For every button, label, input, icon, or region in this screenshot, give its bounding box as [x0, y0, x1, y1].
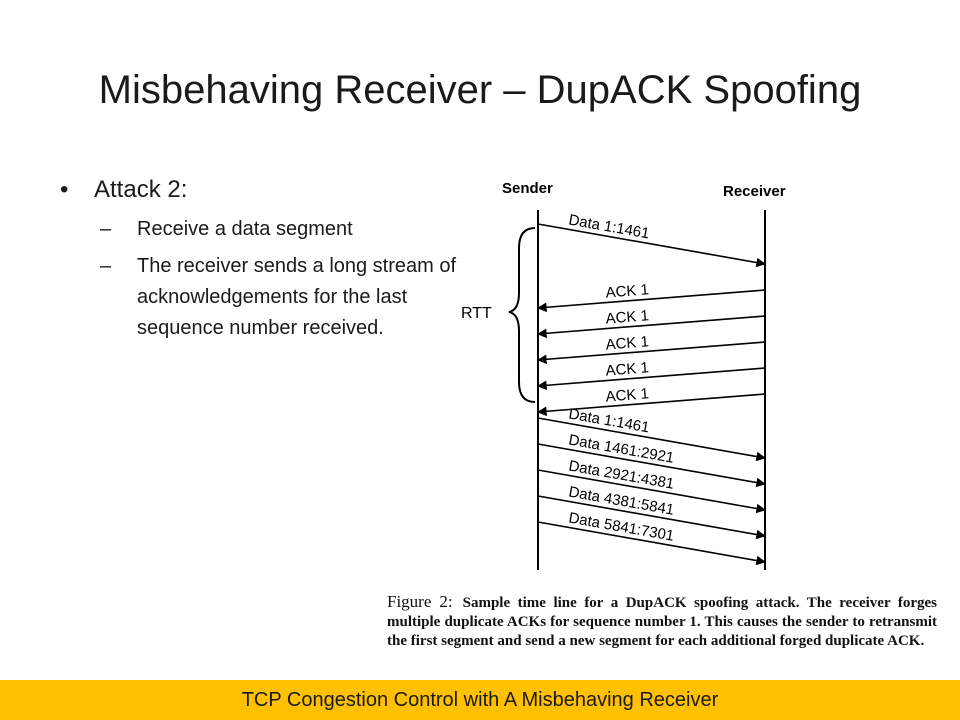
sub-bullet-marker: –: [100, 255, 112, 277]
footer-bar: TCP Congestion Control with A Misbehavin…: [0, 680, 960, 720]
sub-bullet-text: Receive a data segment: [137, 218, 353, 240]
sender-label: Sender: [502, 180, 553, 197]
data-segment-arrow: [537, 223, 766, 268]
sub-bullet-item: – The receiver sends a long stream of ac…: [60, 251, 480, 344]
bullet-item: • Attack 2:: [60, 176, 480, 204]
data-segment-arrow: [537, 521, 766, 566]
data-segment-arrow: [537, 443, 766, 488]
ack-message-arrow: [537, 289, 766, 313]
data-segment-arrow: [537, 495, 766, 540]
sub-bullet-text: The receiver sends a long stream of ackn…: [137, 255, 457, 339]
data-segment-label: Data 1:1461: [567, 405, 650, 436]
receiver-label: Receiver: [723, 183, 786, 200]
ack-message-label: ACK 1: [605, 281, 650, 301]
footer-text: TCP Congestion Control with A Misbehavin…: [241, 689, 719, 711]
ack-message-arrow: [537, 367, 766, 391]
rtt-label: RTT: [461, 305, 492, 322]
data-segment-label: Data 1:1461: [567, 211, 650, 242]
figure-caption: Figure 2:Sample time line for a DupACK s…: [387, 592, 937, 651]
data-segment-arrow: [537, 469, 766, 514]
data-segment-arrow: [537, 417, 766, 462]
bullet-text: Attack 2:: [94, 176, 188, 203]
ack-message-label: ACK 1: [605, 333, 650, 353]
ack-message-arrow: [537, 341, 766, 365]
bullet-marker: •: [60, 176, 69, 203]
ack-message-label: ACK 1: [605, 385, 650, 405]
ack-message-arrow: [537, 315, 766, 339]
sub-bullet-marker: –: [100, 218, 112, 240]
slide-title: Misbehaving Receiver – DupACK Spoofing: [98, 68, 862, 112]
bullet-list: • Attack 2: – Receive a data segment – T…: [60, 176, 480, 344]
ack-message-label: ACK 1: [605, 307, 650, 327]
ack-message-label: ACK 1: [605, 359, 650, 379]
caption-text: Sample time line for a DupACK spoofing a…: [387, 595, 938, 649]
rtt-brace: [508, 227, 536, 403]
figure-label: Figure 2:: [387, 592, 453, 611]
sub-bullet-item: – Receive a data segment: [60, 214, 480, 245]
ack-message-arrow: [537, 393, 766, 417]
